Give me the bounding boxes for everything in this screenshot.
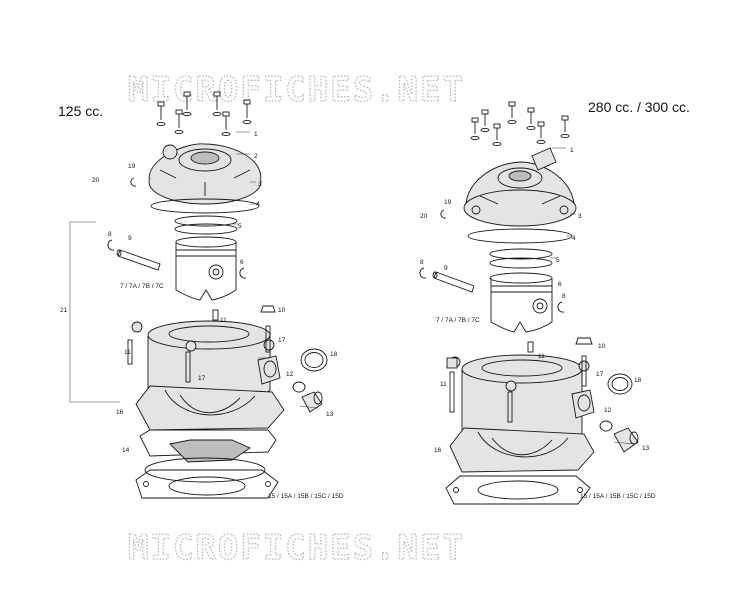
right-label-5: 5	[556, 257, 560, 264]
left-head-bolts	[156, 91, 252, 137]
right-label-11b: 11	[440, 381, 447, 388]
left-base-gasket	[135, 469, 279, 499]
left-cylinder	[131, 320, 285, 431]
left-oring-12	[292, 381, 306, 393]
right-oring-12	[599, 420, 613, 432]
left-leaders	[232, 131, 319, 409]
left-label-6: 6	[240, 259, 244, 266]
right-label-12: 12	[604, 407, 612, 414]
left-label-7: 7 / 7A / 7B / 7C	[120, 283, 164, 290]
left-circlip-a	[107, 239, 115, 251]
left-assembly: 125 cc.	[58, 91, 344, 500]
right-label-10: 10	[598, 343, 606, 350]
left-label-17b: 17	[198, 375, 206, 382]
left-cylinder-base	[139, 429, 277, 483]
right-intake-13	[613, 427, 639, 453]
right-label-16: 16	[434, 447, 442, 454]
left-label-11a: 11	[220, 317, 227, 324]
left-oring-18	[300, 348, 328, 372]
left-label-20: 20	[92, 177, 100, 184]
left-bracket-21	[69, 221, 120, 403]
right-cylinder	[449, 354, 595, 473]
left-head-gasket	[150, 198, 260, 214]
left-label-18: 18	[330, 351, 338, 358]
right-piston-pin	[432, 271, 475, 293]
watermark-top: MICROFICHES.NET	[128, 70, 465, 110]
right-cylinder-head	[463, 147, 577, 227]
right-head-gasket	[467, 228, 573, 244]
left-studs	[127, 305, 276, 383]
right-label-4: 4	[572, 235, 576, 242]
right-piston-ring-upper	[489, 248, 553, 260]
right-base-gasket	[445, 475, 591, 505]
right-piston-ring-lower	[489, 257, 553, 269]
right-label-3: 3	[578, 213, 582, 220]
left-circlip-19	[130, 177, 137, 187]
right-studs	[446, 337, 593, 423]
left-label-1: 1	[254, 131, 258, 138]
right-assembly-title: 280 cc. / 300 cc.	[588, 99, 690, 115]
right-label-20: 20	[420, 213, 428, 220]
right-label-17: 17	[596, 371, 604, 378]
right-assembly: 280 cc. / 300 cc.	[419, 99, 690, 505]
right-label-15: 15 / 15A / 15B / 15C / 15D	[580, 493, 656, 500]
left-label-11b: 11	[124, 349, 131, 356]
left-label-8: 8	[108, 231, 112, 238]
left-assembly-title: 125 cc.	[58, 103, 103, 119]
right-label-9: 9	[444, 265, 448, 272]
left-label-17a: 17	[278, 337, 286, 344]
right-label-19: 19	[444, 199, 452, 206]
left-label-13: 13	[326, 411, 334, 418]
left-label-4: 4	[256, 201, 260, 208]
left-label-3: 3	[258, 181, 262, 188]
watermark-bottom: MICROFICHES.NET	[128, 528, 465, 568]
right-piston	[489, 272, 553, 333]
left-label-14: 14	[122, 447, 130, 454]
right-label-8a: 8	[420, 259, 424, 266]
left-piston-pin	[116, 249, 161, 271]
right-label-11a: 11	[538, 353, 545, 360]
left-circlip-b	[239, 267, 247, 279]
right-label-1: 1	[570, 147, 574, 154]
left-label-19: 19	[128, 163, 136, 170]
right-label-6: 6	[558, 281, 562, 288]
right-circlip-19	[440, 209, 447, 219]
left-label-2: 2	[254, 153, 258, 160]
left-piston-ring-lower	[174, 223, 238, 235]
right-leaders	[550, 147, 635, 445]
left-label-21: 21	[60, 307, 68, 314]
right-circlip-a	[419, 267, 427, 279]
left-intake-13	[301, 391, 323, 413]
right-label-13: 13	[642, 445, 650, 452]
left-label-5: 5	[238, 223, 242, 230]
left-piston-ring-upper	[174, 215, 238, 227]
right-label-18: 18	[634, 377, 642, 384]
left-label-12: 12	[286, 371, 294, 378]
right-label-8b: 8	[562, 293, 566, 300]
right-oring-18	[607, 373, 633, 395]
right-label-7: 7 / 7A / 7B / 7C	[436, 317, 480, 324]
left-label-9: 9	[128, 235, 132, 242]
right-head-bolts	[470, 101, 570, 147]
left-piston	[175, 236, 237, 301]
left-label-15: 15 / 15A / 15B / 15C / 15D	[268, 493, 344, 500]
right-circlip-b	[557, 301, 565, 313]
left-label-10: 10	[278, 307, 286, 314]
left-cylinder-head	[148, 143, 262, 205]
left-label-16: 16	[116, 409, 124, 416]
